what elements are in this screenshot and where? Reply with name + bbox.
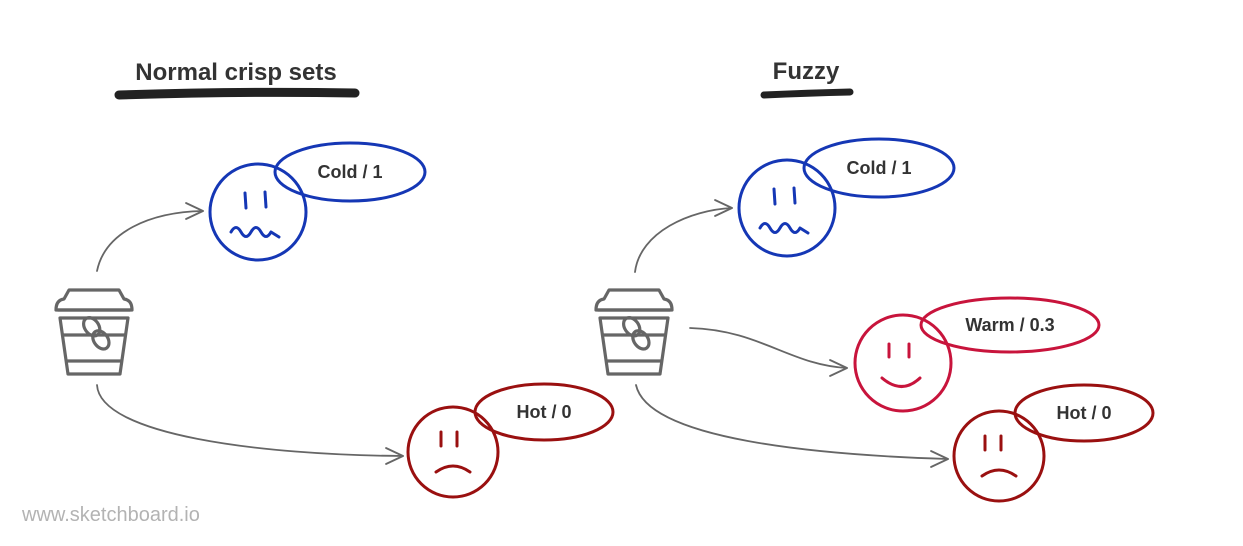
hot-label-bubble <box>1013 383 1155 443</box>
cold-label-bubble <box>802 137 956 199</box>
arrow-cup-to-warm <box>689 327 848 377</box>
cold-label: Cold / 1 <box>846 158 911 178</box>
shivering-face-icon <box>737 158 837 258</box>
warm-label: Warm / 0.3 <box>965 315 1054 335</box>
arrow-cup-to-cold <box>96 202 204 272</box>
shivering-face-icon <box>208 162 308 262</box>
fuzzy-title: Fuzzy <box>773 58 840 85</box>
crisp-title: Normal crisp sets <box>135 59 336 86</box>
fuzzy-title-underline <box>760 88 854 99</box>
arrow-cup-to-cold <box>634 199 733 273</box>
watermark: www.sketchboard.io <box>21 504 200 526</box>
cold-label-bubble <box>273 141 427 203</box>
hot-label: Hot / 0 <box>1056 403 1111 423</box>
hot-label-bubble <box>473 382 615 442</box>
frowning-face-icon <box>406 405 500 499</box>
smiling-face-icon <box>853 313 953 413</box>
arrow-cup-to-hot <box>96 384 404 465</box>
coffee-cup-icon <box>54 288 134 376</box>
arrow-cup-to-hot <box>635 384 949 468</box>
coffee-cup-icon <box>594 288 674 376</box>
warm-label-bubble <box>919 296 1101 354</box>
crisp-title-underline <box>114 87 360 100</box>
frowning-face-icon <box>952 409 1046 503</box>
hot-label: Hot / 0 <box>516 402 571 422</box>
cold-label: Cold / 1 <box>317 162 382 182</box>
